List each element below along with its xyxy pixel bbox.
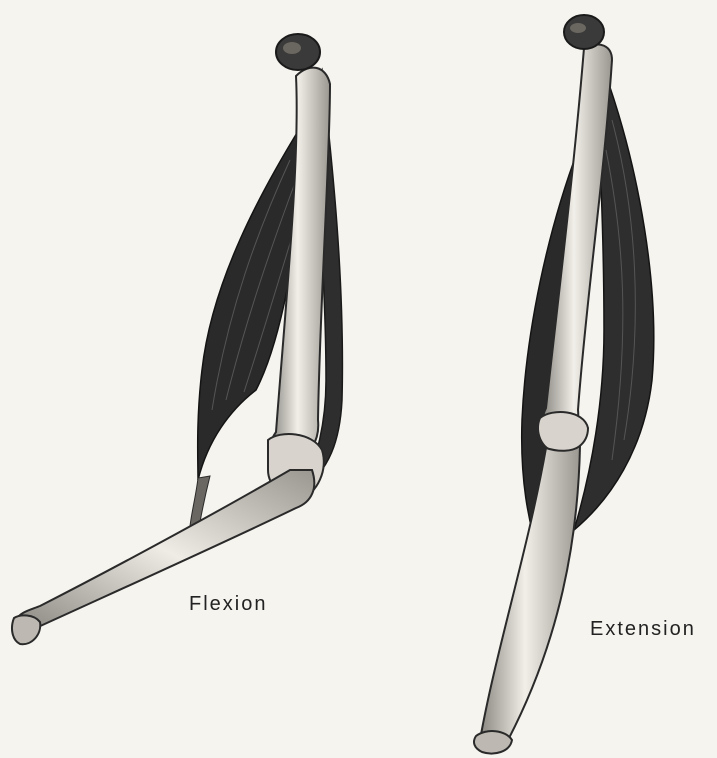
extension-humerus-head <box>564 15 604 49</box>
extension-caption: Extension <box>590 618 696 641</box>
extension-arm <box>474 15 654 754</box>
flexion-caption: Flexion <box>189 593 267 616</box>
flexion-forearm-bone <box>16 470 314 631</box>
extension-wrist-end <box>474 731 512 753</box>
flexion-wrist-end <box>12 615 40 644</box>
flexion-arm <box>12 34 342 644</box>
